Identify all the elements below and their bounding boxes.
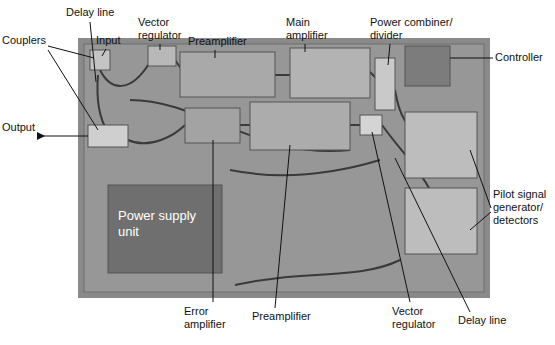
components: [88, 46, 477, 273]
part-label: Delay line: [66, 6, 136, 19]
part-label: Controller: [495, 51, 553, 64]
part-label: Vector regulator: [138, 16, 196, 42]
part-label: Output: [2, 121, 46, 134]
part-label: Preamplifier: [188, 35, 258, 48]
part-label: Main amplifier: [286, 16, 342, 42]
leader-lines: [38, 22, 493, 312]
part-label: Power supply unit: [118, 208, 198, 240]
part-label: Error amplifier: [184, 305, 244, 331]
part-label: Preamplifier: [252, 310, 322, 323]
part-label: Delay line: [458, 314, 528, 327]
chassis-plate: [84, 44, 484, 292]
part-label: Input: [96, 34, 136, 47]
part-label: Vector regulator: [392, 305, 450, 331]
part-label: Couplers: [2, 34, 62, 47]
part-label: Pilot signal generator/ detectors: [493, 188, 553, 227]
chassis: [78, 38, 490, 298]
part-label: Power combiner/ divider: [370, 16, 460, 42]
